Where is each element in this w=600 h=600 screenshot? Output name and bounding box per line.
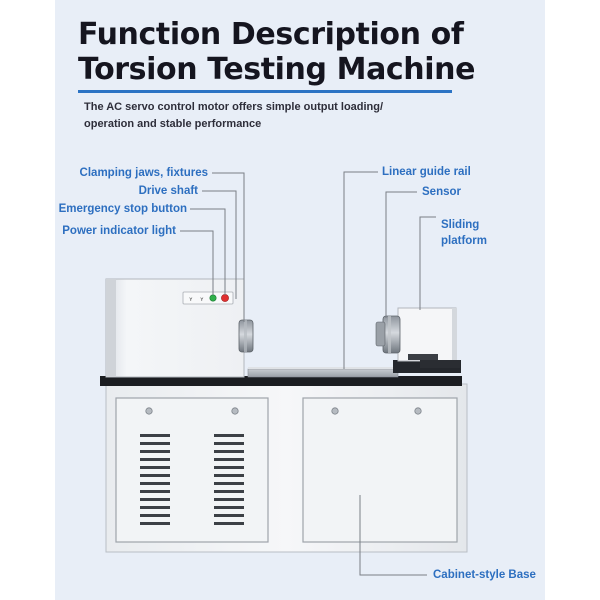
title-line-1: Function Description of bbox=[78, 17, 464, 52]
emergency-stop-button[interactable] bbox=[221, 294, 229, 302]
callout-sliding-platform-line-2: platform bbox=[441, 235, 487, 247]
subtitle-line-1: The AC servo control motor offers simple… bbox=[84, 101, 384, 113]
leader-sliding-platform bbox=[419, 216, 436, 310]
linear-guide-rail bbox=[247, 367, 399, 378]
leader-lines-left bbox=[180, 172, 245, 322]
leader-drive-shaft bbox=[202, 190, 237, 299]
sliding-platform bbox=[393, 307, 461, 373]
power-indicator-light bbox=[209, 294, 217, 302]
leader-sensor bbox=[385, 191, 417, 318]
door-screw bbox=[145, 407, 153, 415]
callout-sliding-platform: Sliding platform bbox=[441, 218, 487, 248]
subtitle: The AC servo control motor offers simple… bbox=[84, 99, 414, 133]
vent-grille-left bbox=[140, 434, 170, 525]
control-panel bbox=[182, 291, 234, 305]
leader-clamping-jaws bbox=[212, 172, 245, 322]
leader-power-indicator bbox=[180, 230, 214, 295]
callout-clamping-jaws: Clamping jaws, fixtures bbox=[79, 167, 208, 179]
callout-cabinet-base: Cabinet-style Base bbox=[433, 569, 536, 581]
cabinet-base bbox=[105, 383, 468, 553]
leader-lines-right bbox=[343, 171, 436, 576]
cabinet-right-door bbox=[302, 397, 458, 543]
leader-cabinet-base bbox=[359, 495, 427, 576]
title-line-2: Torsion Testing Machine bbox=[78, 52, 476, 87]
leader-linear-guide-rail bbox=[343, 171, 378, 369]
cabinet-left-door bbox=[115, 397, 269, 543]
panel-glyph: ʏ bbox=[200, 296, 204, 303]
sensor bbox=[375, 315, 401, 354]
leader-emergency-stop bbox=[190, 208, 226, 295]
title-underline bbox=[78, 90, 452, 93]
page-title: Function Description of Torsion Testing … bbox=[78, 17, 508, 87]
clamping-jaws-left bbox=[238, 319, 254, 353]
door-screw bbox=[331, 407, 339, 415]
callout-linear-guide-rail: Linear guide rail bbox=[382, 166, 471, 178]
callout-power-indicator: Power indicator light bbox=[62, 225, 176, 237]
subtitle-line-2: operation and stable performance bbox=[84, 118, 262, 130]
callout-emergency-stop: Emergency stop button bbox=[58, 203, 187, 215]
top-plate bbox=[100, 376, 462, 386]
panel-glyph: ʏ bbox=[189, 296, 193, 303]
vent-grille-right bbox=[214, 434, 244, 525]
door-screw bbox=[414, 407, 422, 415]
callout-drive-shaft: Drive shaft bbox=[138, 185, 198, 197]
drive-housing: ʏ ʏ bbox=[105, 278, 245, 378]
callout-sliding-platform-line-1: Sliding bbox=[441, 219, 480, 231]
door-screw bbox=[231, 407, 239, 415]
callout-sensor: Sensor bbox=[422, 186, 461, 198]
